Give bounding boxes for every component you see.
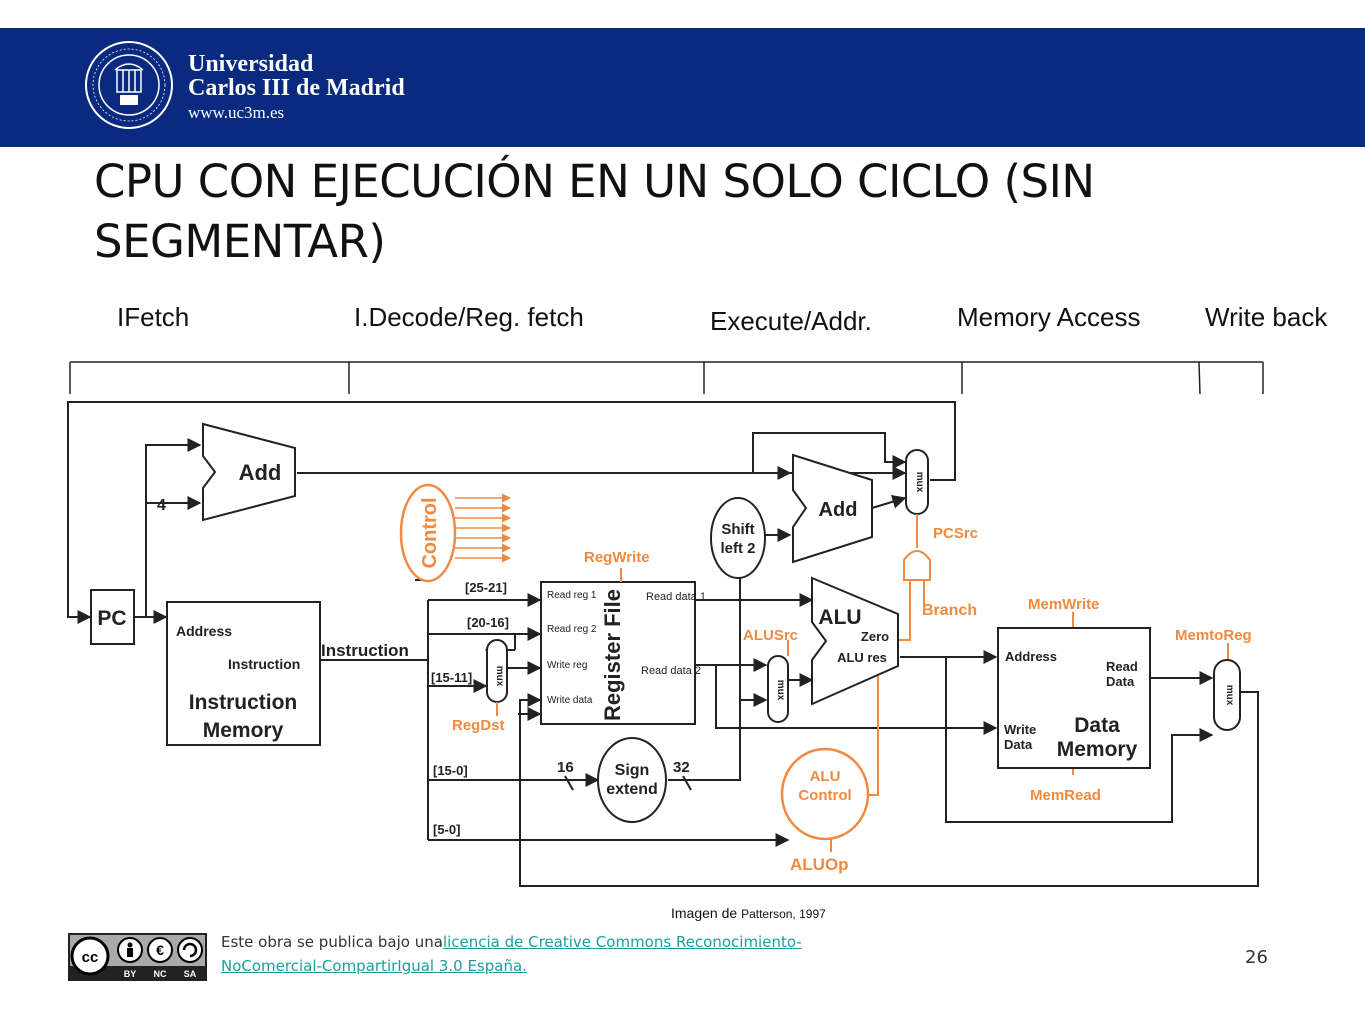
dm-data-out-label: Data bbox=[1106, 674, 1135, 689]
stage-decode: I.Decode/Reg. fetch bbox=[354, 302, 584, 332]
alusrc-mux-label: mux bbox=[775, 680, 786, 701]
instr-mem-title-2: Memory bbox=[203, 719, 284, 742]
pc-adder-shape bbox=[202, 422, 296, 522]
university-name: Universidad Carlos III de Madrid www.uc3… bbox=[188, 52, 405, 126]
memwrite-label: MemWrite bbox=[1028, 596, 1099, 613]
bits-5-0: [5-0] bbox=[433, 822, 460, 837]
alu-res-label: ALU res bbox=[837, 650, 887, 665]
license-notice: Este obra se publica bajo unalicencia de… bbox=[221, 930, 901, 978]
stage-ifetch: IFetch bbox=[117, 302, 190, 332]
dm-write-label: Write bbox=[1004, 722, 1036, 737]
memread-label: MemRead bbox=[1030, 787, 1101, 804]
data-memory-title-1: Data bbox=[1074, 714, 1120, 737]
register-file-box bbox=[540, 581, 696, 725]
branch-control-lines bbox=[787, 514, 1229, 852]
alu-control bbox=[780, 747, 870, 841]
image-credit-author: Patterson, 1997 bbox=[741, 907, 826, 921]
stage-divider-bracket bbox=[69, 361, 1264, 395]
bits-15-0: [15-0] bbox=[433, 763, 468, 778]
instr-mem-instruction-label: Instruction bbox=[228, 656, 300, 672]
control-label: Control bbox=[419, 497, 441, 568]
sign-extend-label-1: Sign bbox=[615, 762, 650, 779]
university-website: www.uc3m.es bbox=[188, 103, 285, 122]
pcsrc-label: PCSrc bbox=[933, 525, 978, 542]
license-link-1[interactable]: licencia de Creative Commons Reconocimie… bbox=[442, 933, 802, 951]
instruction-bus-label: Instruction bbox=[321, 641, 409, 660]
pc-register bbox=[90, 589, 135, 645]
rf-write-data: Write data bbox=[547, 695, 593, 706]
data-memory-box bbox=[997, 627, 1151, 769]
university-seal-logo bbox=[85, 41, 173, 129]
dm-data-in-label: Data bbox=[1004, 737, 1033, 752]
cc-nc-label: NC bbox=[154, 969, 167, 979]
memtoreg-label: MemtoReg bbox=[1175, 627, 1252, 644]
rf-read-reg1: Read reg 1 bbox=[547, 590, 597, 601]
rf-write-reg: Write reg bbox=[547, 660, 587, 671]
bits-20-16: [20-16] bbox=[467, 615, 509, 630]
register-file-title: Register File bbox=[600, 589, 625, 721]
shift-left-2 bbox=[710, 497, 766, 579]
cc-sa-icon bbox=[177, 937, 203, 963]
shift-left-label-1: Shift bbox=[721, 521, 754, 538]
dm-read-label: Read bbox=[1106, 659, 1138, 674]
sign-extend-label-2: extend bbox=[606, 781, 658, 798]
sign-extend bbox=[597, 737, 667, 823]
memtoreg-mux-label: mux bbox=[1224, 685, 1235, 706]
rf-read-reg2: Read reg 2 bbox=[547, 624, 597, 635]
pc-label: PC bbox=[97, 607, 126, 630]
memtoreg-mux bbox=[1213, 659, 1241, 731]
bits-25-21: [25-21] bbox=[465, 580, 507, 595]
alu-control-label-1: ALU bbox=[810, 768, 841, 785]
svg-text:€: € bbox=[156, 942, 164, 958]
alusrc-label: ALUSrc bbox=[743, 627, 798, 644]
bits-15-11: [15-11] bbox=[431, 670, 472, 685]
cc-by-label: BY bbox=[124, 969, 137, 979]
control-signal-lines bbox=[455, 493, 511, 563]
aluop-label: ALUOp bbox=[790, 855, 849, 874]
alu-control-label-2: Control bbox=[798, 787, 851, 804]
regdst-mux-label: mux bbox=[494, 666, 505, 687]
instr-mem-address-label: Address bbox=[176, 623, 232, 639]
regdst-label: RegDst bbox=[452, 717, 505, 734]
license-prefix: Este obra se publica bajo una bbox=[221, 933, 443, 951]
cc-sa-label: SA bbox=[184, 969, 197, 979]
branch-adder-shape bbox=[792, 453, 873, 564]
instr-mem-title-1: Instruction bbox=[189, 691, 298, 714]
cc-nc-icon bbox=[147, 937, 173, 963]
branch-label: Branch bbox=[922, 602, 977, 619]
alusrc-mux bbox=[767, 655, 789, 723]
alu-zero-label: Zero bbox=[861, 629, 889, 644]
width-32: 32 bbox=[673, 759, 690, 776]
creative-commons-badge[interactable]: cc € BY NC SA bbox=[68, 933, 207, 981]
pc-adder-label: Add bbox=[239, 460, 282, 485]
instruction-memory-box bbox=[166, 601, 321, 746]
stage-execute: Execute/Addr. bbox=[710, 306, 872, 336]
cc-mark: cc bbox=[82, 949, 99, 966]
university-line2: Carlos III de Madrid bbox=[188, 75, 405, 101]
const-four: 4 bbox=[157, 497, 166, 514]
data-memory-title-2: Memory bbox=[1057, 738, 1138, 761]
regwrite-label: RegWrite bbox=[584, 549, 650, 566]
branch-adder-label: Add bbox=[819, 499, 858, 521]
header-banner bbox=[0, 28, 1365, 147]
alu-label: ALU bbox=[818, 606, 861, 629]
stage-write-back: Write back bbox=[1205, 302, 1328, 332]
image-credit: Imagen de Patterson, 1997 bbox=[671, 905, 826, 921]
pcsrc-mux-label: mux bbox=[914, 472, 925, 493]
shift-left-label-2: left 2 bbox=[720, 540, 755, 557]
stage-memory-access: Memory Access bbox=[957, 302, 1141, 332]
page-number: 26 bbox=[1245, 947, 1268, 968]
university-line1: Universidad bbox=[188, 51, 314, 77]
slide-title: CPU CON EJECUCIÓN EN UN SOLO CICLO (SIN … bbox=[94, 155, 1095, 268]
rf-read-data2: Read data 2 bbox=[641, 665, 701, 677]
width-16: 16 bbox=[557, 759, 574, 776]
rf-read-data1: Read data 1 bbox=[646, 591, 706, 603]
control-unit bbox=[399, 483, 457, 583]
image-credit-prefix: Imagen de bbox=[671, 905, 738, 921]
license-link-2[interactable]: NoComercial-CompartirIgual 3.0 España. bbox=[221, 957, 527, 975]
dm-address-label: Address bbox=[1005, 649, 1057, 664]
alu-shape bbox=[811, 576, 899, 706]
